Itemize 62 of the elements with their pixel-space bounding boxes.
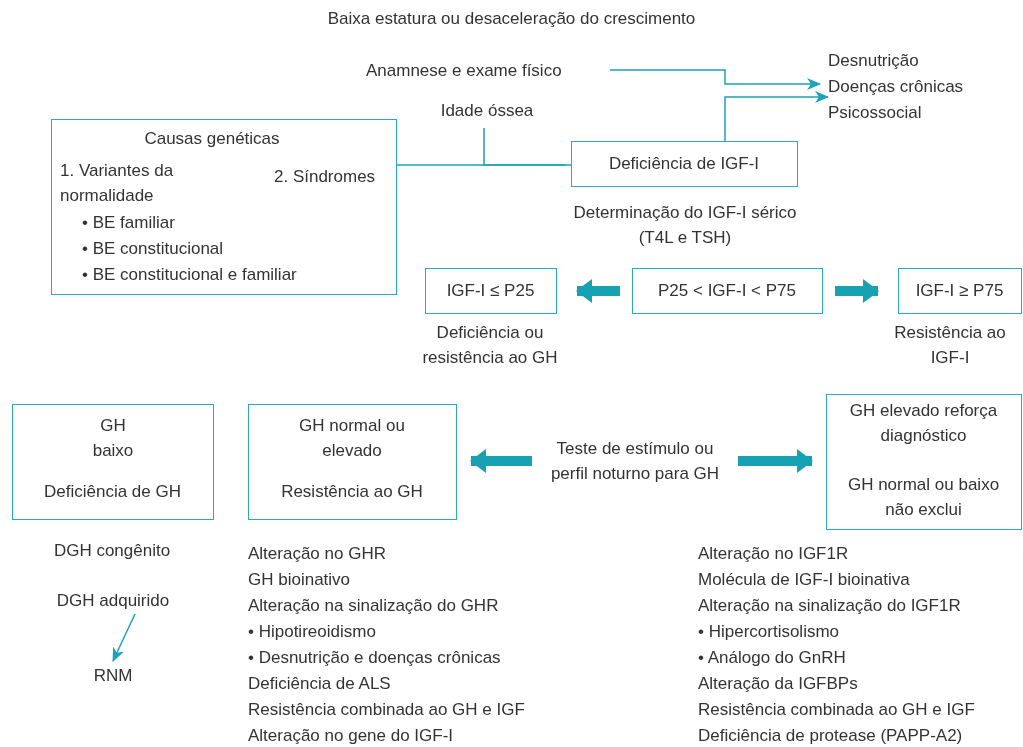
box-text: GH normal ou elevado bbox=[298, 415, 406, 462]
node-caption: Deficiência ou resistência ao GH bbox=[421, 322, 559, 369]
note-text: • Hipotireoidismo bbox=[248, 621, 377, 643]
note-text: Resistência combinada ao GH e IGF bbox=[248, 699, 526, 721]
block-arrow bbox=[835, 279, 879, 303]
note-text: Alteração na sinalização do GHR bbox=[248, 595, 500, 617]
label-text: Teste de estímulo ou perfil noturno para GH bbox=[549, 438, 721, 485]
box-text: GH elevado reforça diagnóstico bbox=[848, 400, 999, 447]
process-box bbox=[51, 119, 397, 295]
label-text: Anamnese e exame físico bbox=[366, 60, 563, 82]
note-text: Resistência combinada ao GH e IGF bbox=[698, 699, 976, 721]
connector-line bbox=[396, 164, 572, 166]
arrow bbox=[609, 69, 821, 90]
note-text: DGH congênito bbox=[52, 540, 172, 562]
box-text: IGF-I ≥ P75 bbox=[914, 280, 1005, 302]
diagram-title: Baixa estatura ou desaceleração do crescimento bbox=[326, 8, 697, 30]
arrow bbox=[112, 613, 136, 662]
arrow bbox=[724, 91, 829, 142]
note-text: Alteração na sinalização do IGF1R bbox=[698, 595, 962, 617]
connector-line bbox=[483, 127, 566, 166]
box-text: 2. Síndromes bbox=[274, 166, 377, 188]
note-text: Alteração da IGFBPs bbox=[698, 673, 859, 695]
box-text: • BE constitucional e familiar bbox=[82, 264, 298, 286]
block-arrow bbox=[470, 449, 532, 473]
block-arrow bbox=[576, 279, 620, 303]
note-text: Deficiência de ALS bbox=[248, 673, 392, 695]
note-text: • Desnutrição e doenças crônicas bbox=[248, 647, 502, 669]
box-text: GH baixo bbox=[91, 415, 135, 462]
process-box bbox=[571, 141, 798, 187]
note-text: • Hipercortisolismo bbox=[698, 621, 841, 643]
box-text: 1. Variantes da normalidade bbox=[60, 160, 175, 207]
note-text: Alteração no gene do IGF-I bbox=[248, 725, 455, 747]
process-box bbox=[12, 404, 214, 520]
process-box bbox=[632, 268, 823, 314]
note-text: Deficiência de protease (PAPP-A2) bbox=[698, 725, 964, 747]
process-box bbox=[826, 394, 1022, 530]
label-text: DGH adquirido bbox=[55, 590, 171, 612]
label-text: Idade óssea bbox=[439, 100, 535, 122]
note-text: GH bioinativo bbox=[248, 569, 352, 591]
block-arrow bbox=[738, 449, 813, 473]
process-box bbox=[898, 268, 1022, 314]
label-text: Desnutrição bbox=[828, 50, 920, 72]
node-caption: Resistência ao IGF-I bbox=[893, 322, 1007, 369]
box-text: • BE constitucional bbox=[82, 238, 225, 260]
box-text: • BE familiar bbox=[82, 212, 176, 234]
note-text: Molécula de IGF-I bioinativa bbox=[698, 569, 911, 591]
box-text: P25 < IGF-I < P75 bbox=[657, 280, 797, 302]
process-box bbox=[248, 404, 457, 520]
note-text: Alteração no IGF1R bbox=[698, 543, 850, 565]
note-text: • Análogo do GnRH bbox=[698, 647, 847, 669]
label-text: RNM bbox=[92, 665, 134, 687]
box-text: Causas genéticas bbox=[143, 128, 281, 150]
note-text: Alteração no GHR bbox=[248, 543, 387, 565]
label-text: Doenças crônicas bbox=[828, 76, 965, 98]
label-text: Psicossocial bbox=[828, 102, 923, 124]
box-text: IGF-I ≤ P25 bbox=[445, 280, 536, 302]
box-text: GH normal ou baixo não exclui bbox=[846, 474, 1001, 521]
node-caption: Determinação do IGF-I sérico (T4L e TSH) bbox=[572, 202, 798, 249]
box-text: Deficiência de IGF-I bbox=[607, 153, 761, 175]
box-text: Deficiência de GH bbox=[43, 481, 182, 503]
process-box bbox=[425, 268, 557, 314]
box-text: Resistência ao GH bbox=[280, 481, 424, 503]
